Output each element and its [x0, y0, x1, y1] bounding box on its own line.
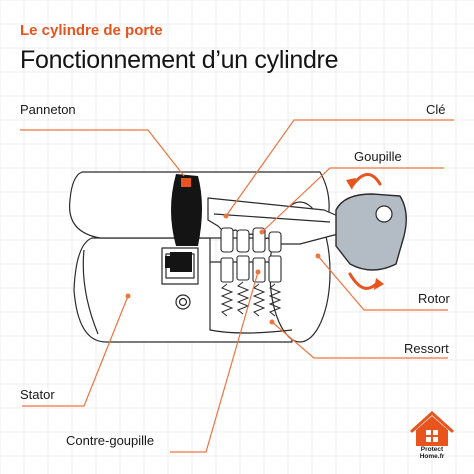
panneton-accent — [181, 178, 191, 187]
driver-pin-1 — [220, 257, 234, 283]
spring-2 — [236, 281, 250, 315]
pin-2 — [236, 229, 250, 253]
key-hole — [375, 205, 393, 223]
leader-rotor — [317, 255, 448, 311]
label-cle: Clé — [426, 102, 446, 117]
label-contre-goupille: Contre-goupille — [66, 433, 155, 448]
key-head — [335, 193, 407, 271]
spring-3 — [252, 283, 266, 317]
leader-contre-goupille — [170, 271, 259, 453]
leader-cle — [225, 119, 454, 217]
pin-1 — [220, 227, 234, 253]
screw-hole — [175, 294, 191, 310]
page-title: Fonctionnement d’un cylindre — [20, 46, 339, 74]
panneton-cam — [171, 174, 202, 246]
label-ressort: Ressort — [404, 341, 449, 356]
leader-goupille — [261, 167, 444, 233]
label-goupille: Goupille — [354, 149, 402, 164]
brand-name: Protect Home.fr — [406, 446, 458, 460]
label-rotor: Rotor — [418, 291, 450, 306]
section-kicker: Le cylindre de porte — [20, 22, 163, 39]
spring-4 — [268, 283, 282, 317]
driver-pin-4 — [268, 255, 282, 283]
rotation-arrow-top — [350, 173, 382, 188]
label-panneton: Panneton — [20, 102, 76, 117]
leader-ressort — [271, 321, 448, 359]
protect-home-logo — [410, 410, 454, 446]
label-stator: Stator — [20, 387, 55, 402]
pin-4 — [268, 231, 282, 253]
rotation-arrow-bottom — [348, 272, 380, 290]
leader-panneton — [20, 129, 185, 177]
brand-line-2: Home.fr — [419, 453, 445, 460]
brand-line-1: Protect — [420, 446, 444, 453]
driver-pin-2 — [236, 255, 250, 281]
spring-1 — [220, 283, 234, 317]
leader-stator — [22, 295, 129, 407]
